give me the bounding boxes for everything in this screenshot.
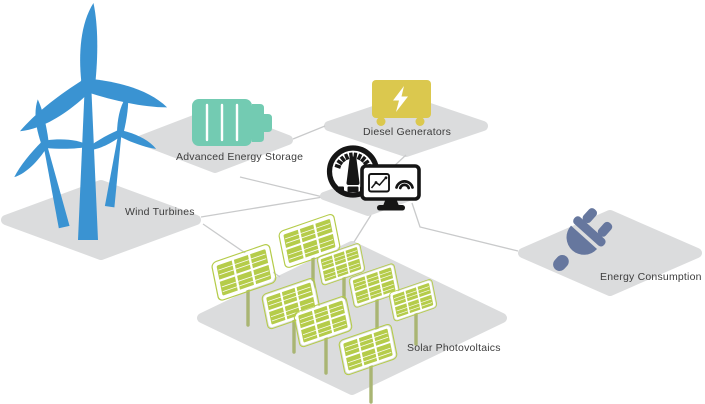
connector-storage-diesel (292, 125, 326, 140)
battery-terminal (252, 104, 272, 142)
plug-prong (597, 221, 613, 237)
power-plug-icon (553, 208, 613, 271)
connector-hub-solar (353, 214, 372, 243)
label-solar-photovoltaics: Solar Photovoltaics (407, 342, 501, 354)
plug-cord-stub (553, 254, 569, 271)
node-labels: Wind Turbines Advanced Energy Storage Di… (125, 126, 702, 354)
connector-storage-hub (239, 176, 324, 198)
monitor-base (377, 205, 405, 211)
connector-wind-hub (200, 196, 324, 218)
label-diesel-generators: Diesel Generators (363, 126, 451, 138)
battery-icon (192, 99, 272, 146)
platform-diesel-generators (324, 95, 488, 157)
line-chart-icon (368, 173, 390, 193)
generator-icon (372, 80, 431, 126)
plug-body (566, 225, 598, 255)
plug-prong (582, 208, 598, 224)
plug-face-plate (573, 216, 606, 247)
label-wind-turbines: Wind Turbines (125, 206, 195, 218)
label-energy-consumption: Energy Consumption (600, 271, 702, 283)
gauge-needle (346, 156, 360, 185)
label-advanced-energy-storage: Advanced Energy Storage (176, 151, 303, 163)
solar-panel-field (210, 212, 439, 404)
platform-wind-turbines (1, 180, 201, 260)
connector-hub-consumption (411, 202, 519, 252)
lightning-bolt-icon (393, 86, 408, 112)
battery-cell-dividers (205, 103, 239, 142)
wireless-arcs-icon (395, 180, 414, 190)
platform-energy-consumption (518, 210, 702, 296)
monitor-chart-icon (360, 164, 421, 211)
